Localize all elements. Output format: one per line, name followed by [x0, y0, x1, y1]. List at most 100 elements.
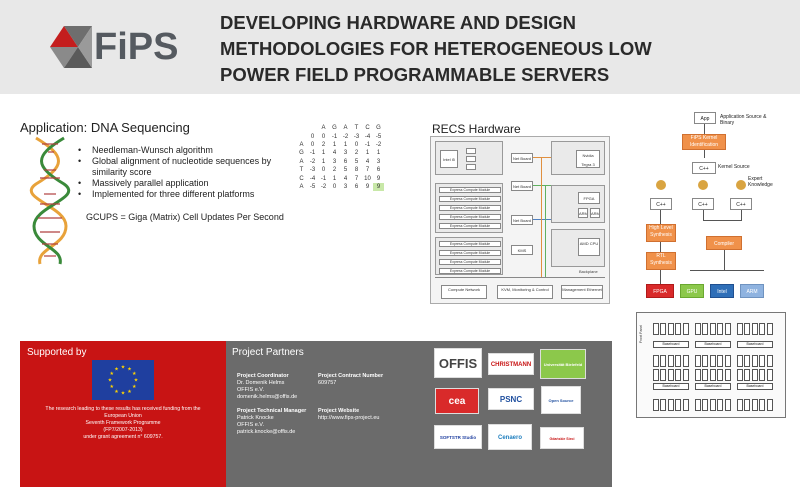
matrix-cell: 9 [373, 182, 384, 192]
matrix-cell: 1 [365, 150, 370, 157]
matrix-cell: 5 [354, 158, 359, 165]
funding-line: under grant agreement n° 609757. [83, 434, 163, 440]
tech-manager-label: Project Technical Manager [237, 408, 307, 414]
net-board: Net Board [511, 153, 533, 163]
funding-statement: The research leading to these results ha… [30, 406, 216, 441]
website-link[interactable]: http://www.fips-project.eu [318, 415, 380, 421]
baseboard: Baseboard [695, 383, 731, 390]
board-module [717, 323, 724, 335]
matrix-cell: 1 [321, 158, 326, 165]
recs-board-intel: Intel i5 [435, 141, 503, 175]
partners-title: Project Partners [232, 347, 304, 358]
eu-star-icon: ★ [132, 384, 137, 390]
net-board: Net Board [511, 181, 533, 191]
board-module [744, 399, 751, 411]
board-module [709, 399, 716, 411]
management-ethernet: Management Ethernet [561, 285, 603, 299]
matrix-cell: -2 [309, 158, 316, 165]
cpp-source-box: C++ [692, 162, 716, 174]
tech-manager-email[interactable]: patrick.knocke@offis.de [237, 429, 296, 435]
intel-chip: Intel i5 [440, 150, 458, 168]
board-module [702, 355, 709, 367]
connector-line [533, 185, 551, 186]
board-module [653, 355, 659, 367]
dna-section-title: Application: DNA Sequencing [20, 120, 190, 135]
matrix-cell: 3 [343, 150, 348, 157]
matrix-row-header: G [299, 150, 304, 157]
board-module [744, 323, 751, 335]
board-module [695, 323, 701, 335]
net-board: Net Board [511, 215, 533, 225]
kms-switch: KMS Switch Management [511, 245, 533, 255]
board-module [724, 369, 731, 381]
board-module [675, 399, 682, 411]
board-module [766, 399, 773, 411]
matrix-cell: -1 [331, 133, 338, 140]
matrix-cell: -1 [309, 150, 316, 157]
board-module [751, 323, 758, 335]
compute-module: Express Compute Module [439, 259, 501, 265]
board-module [653, 323, 659, 335]
matrix-row-header: T [299, 167, 304, 174]
compute-module: Express Compute Module [439, 250, 501, 256]
matrix-cell: 2 [354, 150, 359, 157]
matrix-col-header: A [321, 125, 326, 132]
website-label: Project Website [318, 408, 360, 414]
baseboard: Baseboard [653, 341, 689, 348]
matrix-cell: 9 [365, 183, 370, 190]
board-module [660, 323, 667, 335]
board-module [709, 369, 716, 381]
gdanskie-logo: Gdańskie Sieci [540, 427, 584, 449]
board-module [695, 355, 701, 367]
fips-logo [50, 26, 92, 68]
eu-flag-icon: ★★★★★★★★★★★★ [92, 360, 154, 400]
flow-arrow [703, 210, 704, 220]
flow-arrow [690, 270, 764, 271]
tech-manager-org: OFFIS e.V. [237, 422, 265, 428]
connector-line [541, 157, 542, 277]
matrix-cell: 3 [332, 158, 337, 165]
matrix-cell: -4 [309, 175, 316, 182]
title-line-2: METHODOLOGIES FOR HETEROGENEOUS LOW [220, 38, 652, 59]
matrix-cell: 5 [343, 167, 348, 174]
board-module [682, 323, 689, 335]
coordinator-email[interactable]: domenik.helms@offis.de [237, 394, 298, 400]
board-diagram: Front Panel Baseboard Baseboard Baseboar… [636, 312, 786, 418]
connector-line [533, 219, 551, 220]
coordinator-info: Project Coordinator Dr. Domenik Helms OF… [237, 373, 297, 401]
kvm-control: KVM, Monitoring & Control [497, 285, 553, 299]
board-module [717, 369, 724, 381]
funding-line: European Union [104, 413, 142, 419]
board-module [682, 355, 689, 367]
christmann-logo: CHRISTMANN [488, 353, 534, 375]
kernel-source-label: Kernel Source [718, 164, 750, 170]
list-item: Implemented for three different platform… [78, 189, 288, 200]
compute-module: Express Compute Module [439, 205, 501, 211]
board-module [724, 355, 731, 367]
matrix-cell: 10 [364, 175, 371, 182]
matrix-cell: 1 [376, 150, 381, 157]
board-module [724, 399, 731, 411]
eu-star-icon: ★ [121, 365, 126, 371]
eu-star-icon: ★ [114, 389, 119, 395]
matrix-cell: 1 [321, 150, 326, 157]
target-fpga: FPGA [646, 284, 674, 298]
page-title: DEVELOPING HARDWARE AND DESIGN METHODOLO… [220, 10, 780, 88]
board-module [759, 355, 766, 367]
board-module [751, 399, 758, 411]
gcups-definition: GCUPS = Giga (Matrix) Cell Updates Per S… [86, 212, 284, 222]
matrix-cell: 7 [354, 175, 359, 182]
matrix-cell: 1 [332, 141, 337, 148]
compute-module: Express Compute Module [439, 223, 501, 229]
matrix-cell: 6 [376, 167, 381, 174]
matrix-cell: -1 [364, 141, 371, 148]
matrix-cell: 0 [321, 133, 326, 140]
board-module [675, 355, 682, 367]
recs-module-group-1: Express Compute Module Express Compute M… [435, 183, 503, 233]
eu-star-icon: ★ [109, 384, 114, 390]
board-module [660, 399, 667, 411]
compute-module: Express Compute Module [439, 241, 501, 247]
baseboard: Baseboard [695, 341, 731, 348]
arm-chip: ARM [578, 208, 588, 218]
matrix-cell: 0 [332, 183, 337, 190]
